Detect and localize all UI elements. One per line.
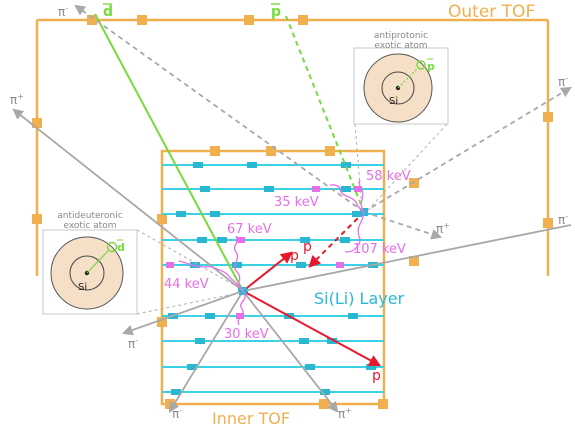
antiprotonic-atom-inset: Si p antiprotonic exotic atom [353, 31, 449, 211]
proton-label-2: p [303, 239, 312, 255]
antiproton-label: p [271, 3, 281, 20]
xray-energy-44kev: 44 keV [164, 277, 209, 292]
xray-energy-35kev: 35 keV [274, 195, 319, 210]
pion-tracks-pbar [74, 4, 572, 240]
proton-label-3: p [372, 368, 381, 384]
antideuteron-label: d [103, 3, 113, 20]
antiproton-track [285, 15, 365, 213]
xray-energy-107kev: 107 keV [353, 242, 406, 257]
xray-energy-30kev: 30 keV [224, 327, 269, 342]
proton-track-dbar-1 [242, 251, 293, 292]
pion-label-center-right: π+ [436, 221, 450, 236]
svg-text:d: d [103, 4, 113, 20]
pion-tracks-dbar [12, 108, 572, 413]
proton-labels: p p p [290, 239, 381, 384]
pion-label-bottom-center-left: π- [172, 406, 182, 421]
antiprotonic-title-line2: exotic atom [374, 41, 427, 51]
inner-tof-label: Inner TOF [212, 409, 290, 428]
pion-label-right-top: π- [558, 74, 568, 89]
outer-tof-label: Outer TOF [448, 2, 535, 22]
xray-photons [178, 179, 365, 326]
antideuteronic-atom-inset: Si d antideuteronic exotic atom [42, 211, 244, 315]
outer-tof [35, 18, 550, 276]
proton-track-pbar [308, 211, 365, 268]
antiprotonic-nucleus-label: Si [389, 96, 398, 107]
svg-text:p: p [271, 4, 281, 20]
antideuteron-track [94, 13, 244, 292]
outer-tof-paddles [32, 15, 553, 228]
proton-label-1: p [290, 248, 299, 264]
antideuteronic-title-line1: antideuteronic [57, 211, 122, 221]
xray-hit-pads [166, 186, 362, 319]
pion-label-left: π+ [10, 92, 24, 107]
pion-label-bottom-left: π- [128, 336, 138, 351]
pion-labels: π- π+ π- π+ π- π- π- π+ [10, 4, 568, 421]
antiprotonic-pbar-marker: p [427, 60, 435, 73]
antideuteronic-title-line2: exotic atom [63, 221, 116, 231]
proton-track-dbar-2 [242, 290, 382, 367]
pion-label-top-left: π- [58, 4, 68, 19]
pion-label-right-bottom: π- [558, 212, 568, 227]
antiprotonic-title-line1: antiprotonic [374, 31, 428, 41]
si-layer-label: Si(Li) Layer [314, 289, 405, 308]
antideuteronic-dbar-marker: d [117, 241, 125, 254]
xray-energy-58kev: 58 keV [366, 169, 411, 184]
antideuteronic-nucleus-label: Si [78, 282, 87, 293]
xray-energy-67kev: 67 keV [227, 222, 272, 237]
pion-label-bottom-center-right: π+ [338, 406, 352, 421]
